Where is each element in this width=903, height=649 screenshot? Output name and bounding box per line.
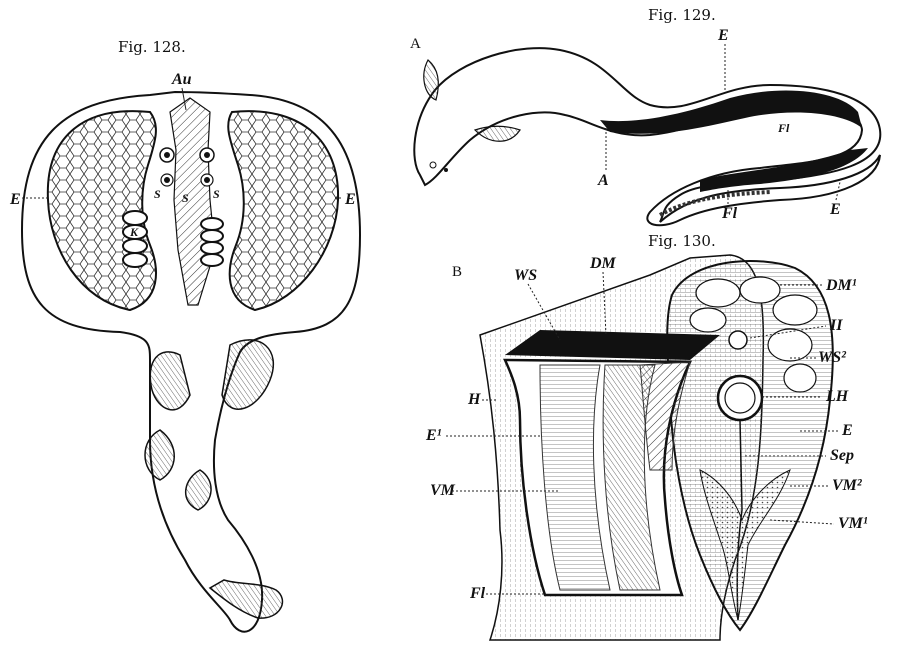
fig-129-dark-band — [600, 90, 862, 133]
fig-128-label-s-right: S — [213, 187, 220, 201]
fig-130-label-sep: Sep — [830, 447, 854, 464]
fig-129-label-fl-bottom: Fl — [721, 205, 738, 222]
fig-128: Fig. 128. — [9, 38, 360, 632]
fig-128-right-bulb-core — [204, 177, 210, 183]
fig-129-pectoral-fin — [424, 60, 439, 100]
fig-129-label-e-top: E — [717, 27, 729, 44]
fig-128-fin-right-upper — [222, 340, 273, 409]
fig-129-nostril — [444, 168, 448, 172]
fig-128-neural-column — [170, 98, 215, 305]
fig-128-fin-left-upper — [150, 352, 190, 410]
fig-128-label-e-left: E — [9, 191, 21, 208]
fig-130-label-e: E — [841, 422, 853, 439]
fig-128-right-pupil — [204, 152, 210, 158]
fig-130-neural-tube — [729, 331, 747, 349]
fig-128-fin-mid — [186, 470, 211, 510]
fig-130-panel-b: B — [452, 264, 462, 280]
fig-128-label-k: K — [129, 225, 139, 239]
fig-129: Fig. 129. A E Fl A Fl E — [410, 6, 880, 225]
fig-130-label-vm1: VM¹ — [838, 515, 868, 532]
fig-128-label-e-right: E — [344, 191, 356, 208]
fig-130-notochord-inner — [725, 383, 755, 413]
fig-130-label-ii: II — [829, 317, 843, 334]
fig-128-label-au: Au — [171, 71, 192, 88]
fig-130-dorsal-plank — [505, 330, 720, 360]
fig-130-label-dm1: DM¹ — [825, 277, 857, 294]
fig-128-right-mass — [228, 111, 338, 310]
fig-130-label-h: H — [467, 391, 481, 408]
fig-130: Fig. 130. B WS DM — [425, 232, 868, 640]
fig-130-label-ws2: WS² — [818, 349, 847, 366]
fig-130-label-e1: E¹ — [425, 427, 442, 444]
fig-129-label-a: A — [597, 172, 609, 189]
fig-128-left-bulb-core — [164, 177, 170, 183]
fig-128-label-s-mid: S — [182, 191, 189, 205]
fig-129-dark-band-lower — [700, 148, 868, 192]
fig-129-caption: Fig. 129. — [648, 6, 716, 24]
fig-128-left-pupil — [164, 152, 170, 158]
fig-128-tail-fin — [210, 580, 282, 618]
fig-130-label-vm2: VM² — [832, 477, 863, 494]
fig-129-eye — [430, 162, 436, 168]
fig-130-caption: Fig. 130. — [648, 232, 716, 250]
fig-129-label-e-bottom: E — [829, 201, 841, 218]
fig-128-label-s-left: S — [154, 187, 161, 201]
fig-128-caption: Fig. 128. — [118, 38, 186, 56]
fig-130-label-fl: Fl — [469, 585, 486, 602]
fig-130-label-ws: WS — [514, 267, 537, 284]
fig-130-label-dm: DM — [589, 255, 617, 272]
fig-129-panel-a: A — [410, 36, 421, 52]
fig-130-label-lh: LH — [825, 388, 849, 405]
fig-129-label-fl-top: Fl — [777, 121, 790, 135]
fig-130-label-vm: VM — [430, 482, 456, 499]
fig-129-lower-fin — [475, 126, 520, 141]
